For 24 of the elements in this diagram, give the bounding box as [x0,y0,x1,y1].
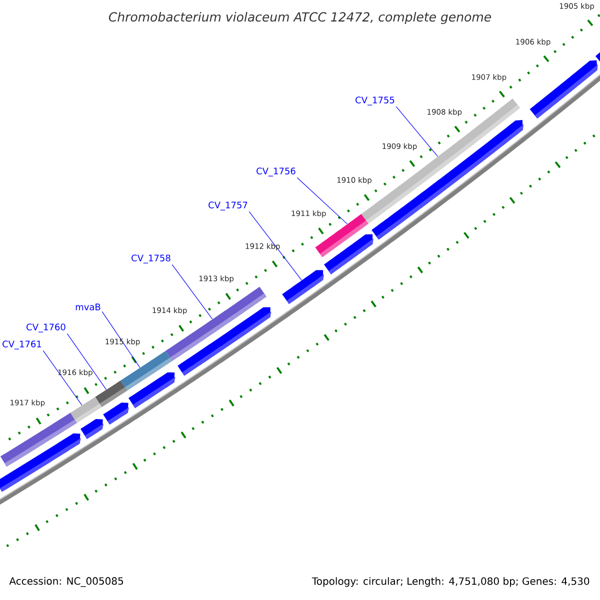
cds-block [0,433,81,492]
gene-label: CV_1756 [256,168,296,176]
cds-block [80,419,104,439]
cds-block [324,234,374,274]
cds-block [372,120,524,240]
leader-line [296,177,348,224]
leader-line [66,333,107,390]
gene-label: CV_1761 [2,340,42,350]
cds-block [530,60,598,119]
gene-label: CV_1757 [208,202,248,210]
cds-block [103,402,130,425]
gene-label: CV_1760 [26,324,66,332]
gene-label: CV_1758 [132,254,170,264]
gene-label: mvaB [76,304,100,310]
title: Chromobacterium violaceum ATCC 12472, complete genome [108,12,491,24]
leader-line [248,211,302,280]
leader-line [102,311,140,368]
cds-block [282,270,324,304]
leader-line [42,350,82,406]
cds-block [128,372,176,408]
leader-line [172,264,213,320]
footer-text: Topology: circular; Length: 4,751,080 bp; Genes: 4,530 [312,577,590,587]
gene-label: CV_1755 [356,96,394,106]
footer-text: Accession: NC_005085 [9,577,124,587]
